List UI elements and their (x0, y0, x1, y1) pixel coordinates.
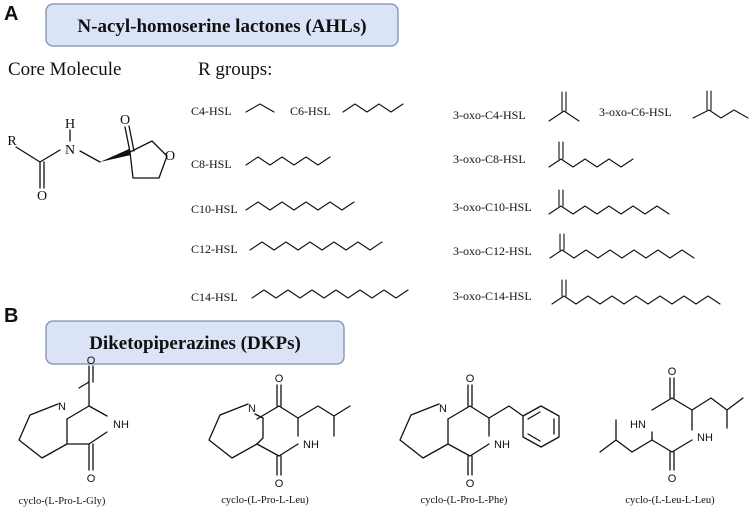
gly-atom-n: N (58, 401, 66, 413)
gly-atom-nh: NH (113, 419, 129, 431)
leu-leu-atom-o-bottom: O (668, 473, 677, 485)
leu-leu-atom-hn: HN (630, 419, 646, 431)
label-c14-hsl: C14-HSL (191, 290, 238, 304)
chain-3-oxo-c8 (548, 141, 634, 168)
label-3-oxo-c4-hsl: 3-oxo-C4-HSL (453, 108, 526, 122)
label-3-oxo-c10-hsl: 3-oxo-C10-HSL (453, 200, 532, 214)
core-atom-o-carbonyl: O (120, 113, 130, 128)
chain-3-oxo-c10 (548, 189, 670, 215)
dkp-pro-phe: O N NH O (399, 373, 560, 490)
pro-phe-atom-o-top: O (466, 373, 475, 385)
caption-cyclo-pro-gly: cyclo-(L-Pro-L-Gly) (19, 496, 106, 507)
label-c12-hsl: C12-HSL (191, 242, 238, 256)
gly-atom-o-top: O (87, 355, 96, 367)
caption-cyclo-pro-phe: cyclo-(L-Pro-L-Phe) (421, 495, 508, 506)
leu-leu-atom-o-top: O (668, 366, 677, 378)
label-3-oxo-c14-hsl: 3-oxo-C14-HSL (453, 289, 532, 303)
core-atom-h: H (65, 117, 75, 132)
r-groups-heading: R groups: (198, 59, 272, 80)
ahl-core-molecule: R H N O O O (7, 113, 175, 204)
ahl-title-banner: N-acyl-homoserine lactones (AHLs) (45, 3, 399, 47)
chain-3-oxo-c12 (549, 233, 695, 259)
core-atom-o-ring: O (165, 149, 175, 164)
label-c10-hsl: C10-HSL (191, 202, 238, 216)
dkp-title-banner: Diketopiperazines (DKPs) (45, 320, 345, 365)
label-c4-hsl: C4-HSL (191, 104, 232, 118)
panel-label-b: B (4, 305, 18, 327)
pro-leu-atom-o-top: O (275, 373, 284, 385)
core-atom-r: R (7, 134, 17, 149)
pro-leu-atom-nh: NH (303, 439, 319, 451)
chain-c10 (245, 201, 355, 211)
label-3-oxo-c12-hsl: 3-oxo-C12-HSL (453, 244, 532, 258)
gly-atom-o-bottom: O (87, 473, 96, 485)
chain-c12 (249, 241, 383, 251)
dkp-title: Diketopiperazines (DKPs) (89, 333, 301, 354)
label-c6-hsl: C6-HSL (290, 104, 331, 118)
core-atom-o-amide: O (37, 189, 47, 204)
label-3-oxo-c6-hsl: 3-oxo-C6-HSL (599, 105, 672, 119)
pro-phe-atom-o-bottom: O (466, 478, 475, 490)
panel-label-a: A (4, 3, 18, 25)
chain-c6 (342, 103, 404, 113)
caption-cyclo-pro-leu: cyclo-(L-Pro-L-Leu) (221, 495, 309, 506)
ahl-title: N-acyl-homoserine lactones (AHLs) (77, 16, 366, 37)
chain-c14 (251, 289, 409, 299)
core-atom-n: N (65, 143, 75, 158)
dkp-banner-box (45, 320, 345, 365)
chain-c8 (245, 156, 331, 166)
dkp-pro-leu: O N NH O (208, 373, 351, 490)
leu-leu-atom-nh: NH (697, 432, 713, 444)
chain-c4 (245, 103, 275, 113)
ahl-banner-box (45, 3, 399, 47)
core-molecule-heading: Core Molecule (8, 59, 121, 80)
pro-phe-atom-n: N (439, 403, 447, 415)
dkp-pro-gly: O N NH O (18, 355, 129, 485)
chain-3-oxo-c14 (551, 279, 721, 305)
caption-cyclo-leu-leu: cyclo-(L-Leu-L-Leu) (625, 495, 715, 506)
dkp-leu-leu: O HN NH O (599, 366, 744, 485)
pro-phe-atom-nh: NH (494, 439, 510, 451)
label-c8-hsl: C8-HSL (191, 157, 232, 171)
pro-leu-atom-n: N (248, 403, 256, 415)
chain-3-oxo-c4 (548, 91, 580, 122)
chain-3-oxo-c6 (692, 90, 749, 119)
label-3-oxo-c8-hsl: 3-oxo-C8-HSL (453, 152, 526, 166)
pro-leu-atom-o-bottom: O (275, 478, 284, 490)
